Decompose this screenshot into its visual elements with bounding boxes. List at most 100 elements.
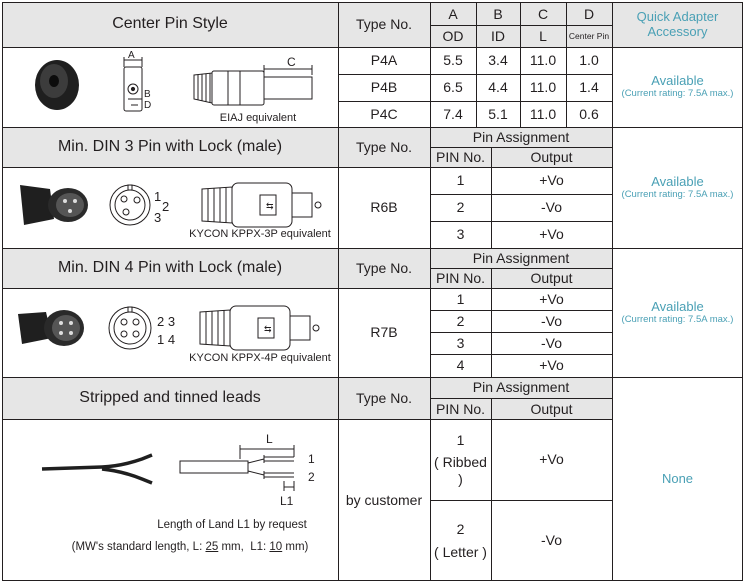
type-r6b: R6B [370, 199, 398, 216]
leads-pin1-cell: 1 ( Ribbed ) [430, 419, 491, 500]
din4-pin-face [108, 306, 152, 350]
standard-length-mid: mm, L1: [218, 541, 270, 554]
din3-face-label-2: 2 [162, 199, 169, 214]
r6b-type-header: Type No. [355, 138, 413, 155]
p4b-l: 11.0 [529, 79, 557, 96]
r7b-pin2-out: -Vo [540, 312, 562, 329]
din3-face-label-3: 3 [154, 210, 161, 225]
din4-logo-glyph: ⇆ [264, 324, 272, 334]
dims-header-background [430, 2, 612, 47]
leads-header-background [2, 377, 430, 419]
standard-length-suffix: mm) [282, 541, 309, 554]
r6b-header-background [2, 127, 430, 167]
standard-length-note: (MW's standard length, L: 25 mm, L1: 10 … [42, 539, 338, 557]
pin-dimension-drawing [123, 57, 143, 112]
r7b-title: Min. DIN 4 Pin with Lock (male) [57, 258, 283, 276]
type-p4c: P4C [370, 105, 398, 122]
r6b-available-text: Available [651, 173, 704, 189]
r7b-rating-text: (Current rating: 7.5A max.) [621, 313, 734, 325]
din3-face-label-1: 1 [154, 189, 161, 204]
lead-label-l1: L1 [280, 494, 294, 508]
p4c-pin: 0.6 [579, 105, 599, 122]
r7b-type-header: Type No. [355, 259, 413, 276]
type-p4a: P4A [370, 52, 398, 69]
r7b-pin3-out: -Vo [540, 334, 562, 351]
dim-a-letter: A [448, 5, 458, 22]
barrel-plug-photo [35, 60, 79, 110]
quick-adapter-header: Quick Adapter Accessory [612, 2, 743, 47]
dim-c-label: L [539, 28, 547, 45]
center-pin-style-header: Center Pin Style [112, 15, 228, 33]
header-background [2, 2, 430, 47]
type-p4b: P4B [370, 79, 398, 96]
leads-pin-no-header: PIN No. [435, 400, 485, 417]
r6b-output-header: Output [530, 149, 573, 166]
din3-outline-drawing [201, 182, 322, 228]
r7b-pin4-out: +Vo [539, 357, 564, 374]
leads-availability: None [661, 470, 694, 486]
p4-available-text: Available [651, 73, 704, 89]
p4-drawings: A B D C [35, 50, 313, 112]
r6b-pin2-no: 2 [456, 199, 465, 216]
r6b-pin3-out: +Vo [539, 226, 564, 243]
type-no-header: Type No. [355, 16, 413, 33]
dim-c-letter: C [537, 5, 549, 22]
plug-outline-drawing [193, 65, 313, 106]
r6b-pin-no-header: PIN No. [435, 149, 485, 166]
din3-pin-face [109, 184, 151, 226]
r6b-availability: Available (Current rating: 7.5A max.) [612, 127, 743, 248]
r7b-header-background [2, 248, 430, 288]
din3-plug-photo [20, 185, 88, 225]
standard-length-l1-value: 10 [269, 541, 283, 554]
quick-header-background [612, 2, 743, 47]
dim-b-label: ID [491, 28, 505, 45]
dim-a-label: OD [442, 28, 464, 45]
r7b-availability: Available (Current rating: 7.5A max.) [612, 248, 743, 377]
lead-label-2: 2 [308, 470, 315, 484]
leads-pin2-out: -Vo [540, 532, 562, 549]
lead-label-l: L [266, 432, 273, 446]
leads-pin-assignment: Pin Assignment [472, 379, 570, 396]
din3-logo-glyph: ⇆ [266, 201, 274, 211]
r6b-pin1-no: 1 [456, 172, 465, 189]
r6b-pin-assignment: Pin Assignment [472, 128, 570, 145]
kycon-3p-caption: KYCON KPPX-3P equivalent [189, 227, 331, 240]
r6b-pin1-out: +Vo [539, 172, 564, 189]
leads-output-header: Output [530, 400, 573, 417]
r7b-pin4-no: 4 [456, 357, 465, 374]
stripped-cable-photo [41, 453, 153, 485]
r7b-pin3-no: 3 [456, 334, 465, 351]
leads-drawings: L 1 2 L1 [41, 432, 315, 508]
leads-type-header: Type No. [355, 389, 413, 406]
r7b-pin1-no: 1 [456, 290, 465, 307]
r7b-output-header: Output [530, 270, 573, 287]
dim-b-letter: B [493, 5, 503, 22]
leads-title: Stripped and tinned leads [79, 388, 261, 406]
r7b-drawings: 2 3 1 4 ⇆ [18, 305, 320, 351]
p4b-pin: 1.4 [579, 79, 599, 96]
type-by-customer: by customer [345, 491, 423, 508]
r7b-pin1-out: +Vo [539, 290, 564, 307]
quick-adapter-line1: Quick Adapter [636, 8, 719, 24]
din4-outline-drawing [199, 305, 320, 351]
r7b-available-text: Available [651, 298, 704, 314]
eiaj-caption: EIAJ equivalent [219, 111, 297, 124]
r6b-pin3-no: 3 [456, 226, 465, 243]
leads-pin1-desc: ( Ribbed ) [434, 454, 487, 487]
dim-d-letter: D [583, 5, 595, 22]
p4a-id: 3.4 [488, 52, 508, 69]
r6b-rating-text: (Current rating: 7.5A max.) [621, 188, 734, 200]
dim-label-c: C [287, 55, 296, 69]
din4-plug-photo [18, 310, 84, 346]
p4c-id: 5.1 [488, 105, 508, 122]
dim-label-d: D [144, 100, 151, 111]
p4c-l: 11.0 [529, 105, 557, 122]
p4b-id: 4.4 [488, 79, 508, 96]
lead-label-1: 1 [308, 452, 315, 466]
leads-pin2-no: 2 [456, 521, 465, 538]
land-length-note: Length of Land L1 by request [157, 519, 307, 532]
r6b-pin2-out: -Vo [540, 199, 562, 216]
leads-pin1-no: 1 [456, 432, 465, 449]
r7b-pin-no-header: PIN No. [435, 270, 485, 287]
